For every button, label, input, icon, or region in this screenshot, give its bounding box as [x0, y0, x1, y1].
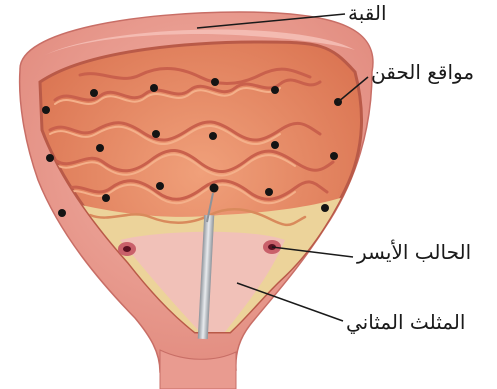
black-dot-icon: [58, 209, 66, 217]
black-dot-icon: [271, 86, 279, 94]
black-dot-icon: [321, 204, 329, 212]
black-dot-icon: [152, 130, 160, 138]
black-dot-icon: [42, 106, 50, 114]
black-dot-icon: [46, 154, 54, 162]
label-injection-sites: مواقع الحقن: [371, 62, 474, 82]
black-dot-icon: [156, 182, 164, 190]
black-dot-icon: [96, 144, 104, 152]
black-dot-icon: [209, 132, 217, 140]
label-left-ureter: الحالب الأيسر: [357, 242, 471, 262]
black-dot-icon: [211, 78, 219, 86]
black-dot-icon: [90, 89, 98, 97]
black-dot-icon: [150, 84, 158, 92]
black-dot-icon: [330, 152, 338, 160]
black-dot-icon: [271, 141, 279, 149]
label-trigone: المثلث المثاني: [346, 312, 465, 332]
black-dot-icon: [102, 194, 110, 202]
label-dome: القبة: [348, 3, 387, 23]
black-dot-icon: [265, 188, 273, 196]
ureter-orifice-right: [118, 242, 136, 256]
